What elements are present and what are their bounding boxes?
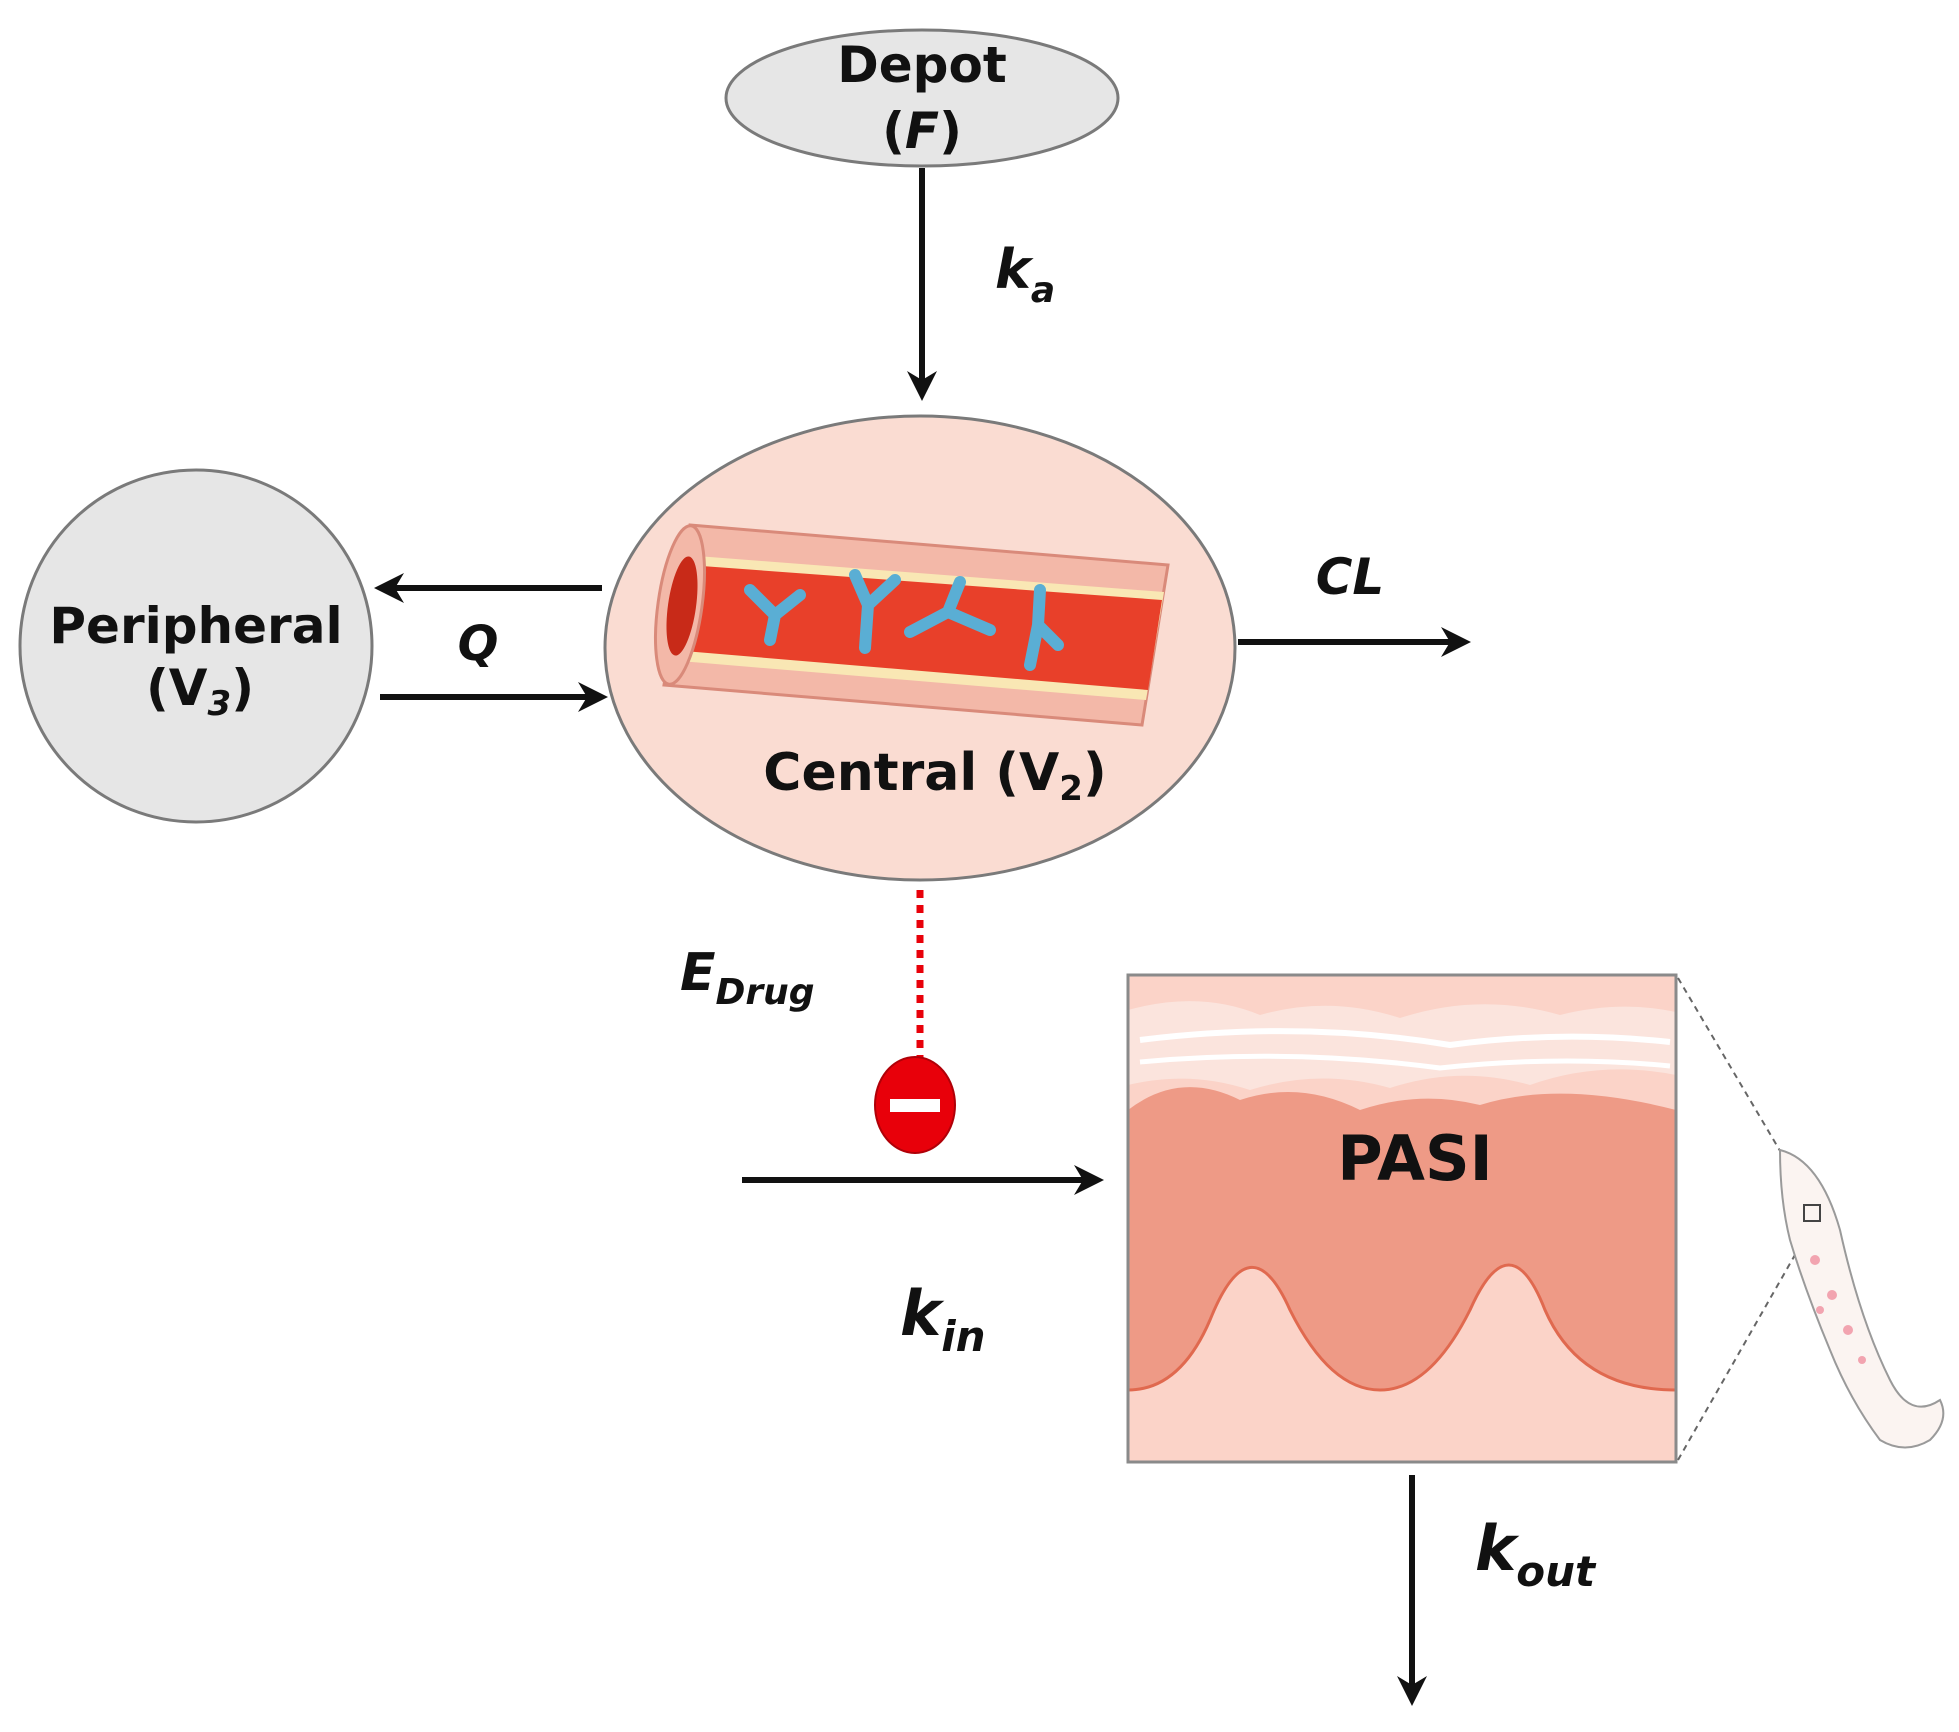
blood-vessel-icon xyxy=(654,523,1170,727)
peripheral-label: Peripheral xyxy=(49,597,342,655)
antibody-icon xyxy=(744,569,1064,671)
depot-label: Depot xyxy=(837,36,1006,94)
central-compartment: Central (V2) xyxy=(603,414,1237,882)
inhibition-icon xyxy=(874,1056,956,1154)
peripheral-volume: (V3) xyxy=(146,659,254,724)
edrug-label: EDrug xyxy=(680,943,815,1013)
arm-icon xyxy=(1778,1148,1945,1449)
central-label: Central (V2) xyxy=(763,743,1106,809)
ka-label: ka xyxy=(995,238,1055,311)
kin-label: kin xyxy=(900,1277,986,1361)
pasi-skin-panel: PASI xyxy=(1126,973,1678,1464)
depot-compartment: Depot (F) xyxy=(724,28,1120,168)
q-label: Q xyxy=(458,616,499,672)
peripheral-compartment: Peripheral (V3) xyxy=(18,468,374,824)
cl-label: CL xyxy=(1316,548,1385,606)
kout-label: kout xyxy=(1475,1512,1597,1596)
depot-bioavailability: (F) xyxy=(882,102,962,160)
pasi-label: PASI xyxy=(1337,1122,1492,1195)
zoom-line-bottom xyxy=(1677,1224,1813,1461)
